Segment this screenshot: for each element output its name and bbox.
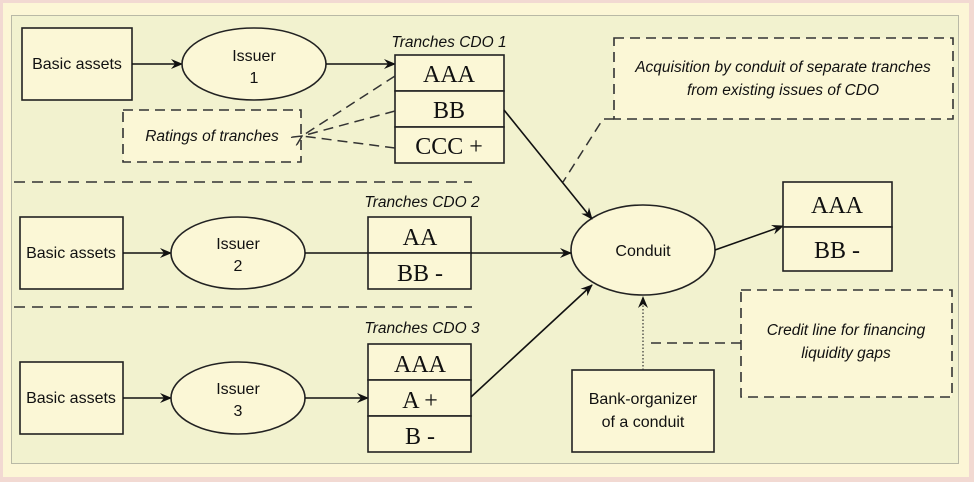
dashed-link-bb-to-ratings	[301, 110, 396, 137]
row-3: Basic assets Issuer 3 Tranches CDO 3 AAA…	[19, 320, 480, 453]
basic-assets-box-3[interactable]	[19, 361, 124, 435]
tranche-3-label-3: B -	[405, 424, 435, 450]
tranche-2-label-2: BB -	[397, 261, 443, 287]
issuer-number-1: 1	[250, 70, 259, 87]
basic-assets-box-2[interactable]	[19, 216, 124, 290]
basic-assets-box-1[interactable]	[21, 27, 133, 101]
tranche-3-b-minus[interactable]	[367, 415, 472, 453]
issuer-node-3[interactable]	[170, 361, 306, 435]
issuer-label-2: Issuer	[216, 236, 260, 253]
basic-assets-label-3: Basic assets	[26, 390, 116, 407]
issuer-label-1: Issuer	[232, 48, 276, 65]
acquisition-note-line-2: from existing issues of CDO	[687, 82, 879, 99]
credit-line-note-line-2: liquidity gaps	[801, 345, 891, 362]
arrow-conduit-to-output	[714, 224, 784, 251]
basic-assets-label-1: Basic assets	[32, 56, 122, 73]
tranche-3-label-1: AAA	[394, 352, 447, 378]
conduit-label: Conduit	[615, 243, 671, 260]
arrow-cdo1-bb-to-conduit	[503, 109, 593, 220]
issuer-number-2: 2	[234, 258, 243, 275]
credit-line-note-line-1: Credit line for financing	[767, 322, 926, 339]
tranche-2-bb-minus[interactable]	[367, 252, 472, 290]
dashed-link-acquisition-note	[562, 118, 614, 183]
tranches-title-1: Tranches CDO 1	[391, 34, 506, 51]
tranches-title-3: Tranches CDO 3	[364, 320, 480, 337]
acquisition-note-box	[613, 37, 954, 120]
basic-assets-label-2: Basic assets	[26, 245, 116, 262]
dashed-link-aaa-to-ratings	[302, 75, 396, 136]
tranche-1-bb[interactable]	[394, 90, 505, 128]
bank-organizer-line-1: Bank-organizer	[589, 391, 698, 408]
row-2: Basic assets Issuer 2 Tranches CDO 2 AA …	[19, 194, 480, 290]
tranche-3-a-plus[interactable]	[367, 379, 472, 417]
row-1: Basic assets Issuer 1 Tranches CDO 1 AAA…	[21, 27, 507, 164]
tranche-1-label-3: CCC +	[415, 134, 483, 160]
tranche-1-ccc[interactable]	[394, 126, 505, 164]
tranche-1-label-1: AAA	[423, 62, 476, 88]
issuer-node-2[interactable]	[170, 216, 306, 290]
conduit-tranche-bb-minus[interactable]	[782, 226, 893, 272]
conduit-tranche-label-1: AAA	[811, 193, 864, 219]
ratings-note-label: Ratings of tranches	[145, 128, 279, 145]
tranche-1-label-2: BB	[433, 98, 465, 124]
arrow-cdo3-aplus-to-conduit	[470, 284, 593, 398]
credit-line-note-box	[740, 289, 953, 398]
dashed-link-ccc-to-ratings	[301, 135, 396, 149]
tranches-title-2: Tranches CDO 2	[364, 194, 480, 211]
conduit-tranche-aaa[interactable]	[782, 181, 893, 228]
issuer-label-3: Issuer	[216, 381, 260, 398]
tranche-3-label-2: A +	[402, 388, 438, 414]
conduit-tranche-label-2: BB -	[814, 238, 860, 264]
tranche-1-aaa[interactable]	[394, 54, 505, 92]
ratings-note-box	[122, 109, 302, 163]
tranche-2-label-1: AA	[403, 225, 438, 251]
issuer-number-3: 3	[234, 403, 243, 420]
bank-organizer-line-2: of a conduit	[602, 414, 685, 431]
bank-organizer-box[interactable]	[571, 369, 715, 453]
acquisition-note-line-1: Acquisition by conduit of separate tranc…	[634, 59, 931, 76]
